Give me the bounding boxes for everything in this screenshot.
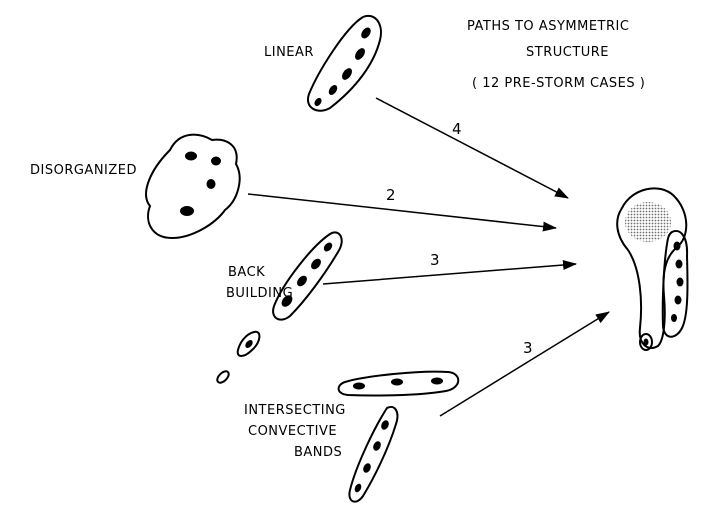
disorganized-system-shape bbox=[145, 133, 241, 240]
diagram-title-line1: PATHS TO ASYMMETRIC bbox=[467, 19, 630, 34]
path-count-linear: 4 bbox=[452, 120, 462, 138]
path-count-disorganized: 2 bbox=[386, 186, 396, 204]
path-count-back-building: 3 bbox=[430, 251, 440, 269]
label-intersecting-line1: INTERSECTING bbox=[244, 403, 346, 418]
label-disorganized: DISORGANIZED bbox=[30, 163, 138, 178]
arrow-back-building bbox=[322, 260, 577, 285]
intersecting-band-diagonal bbox=[348, 406, 399, 503]
label-intersecting-line3: BANDS bbox=[294, 445, 343, 460]
label-linear: LINEAR bbox=[264, 45, 314, 60]
asymmetric-small-cell bbox=[639, 333, 653, 351]
arrow-linear bbox=[375, 97, 569, 199]
asymmetric-structure-shape bbox=[616, 187, 689, 349]
back-building-system-shape bbox=[272, 231, 343, 321]
arrow-intersecting bbox=[439, 311, 610, 417]
linear-system-shape bbox=[306, 14, 382, 112]
label-intersecting-line2: CONVECTIVE bbox=[248, 424, 338, 439]
diagram-subtitle: ( 12 PRE-STORM CASES ) bbox=[472, 76, 646, 91]
intersecting-band-horizontal bbox=[337, 370, 460, 397]
path-count-intersecting: 3 bbox=[523, 339, 533, 357]
label-back-building-line1: BACK bbox=[228, 265, 266, 280]
back-building-tiny-cell bbox=[216, 370, 230, 384]
label-back-building-line2: BUILDING bbox=[226, 286, 294, 301]
back-building-small-cell bbox=[236, 330, 261, 357]
arrow-disorganized bbox=[247, 193, 557, 232]
diagram-title-line2: STRUCTURE bbox=[526, 45, 610, 60]
